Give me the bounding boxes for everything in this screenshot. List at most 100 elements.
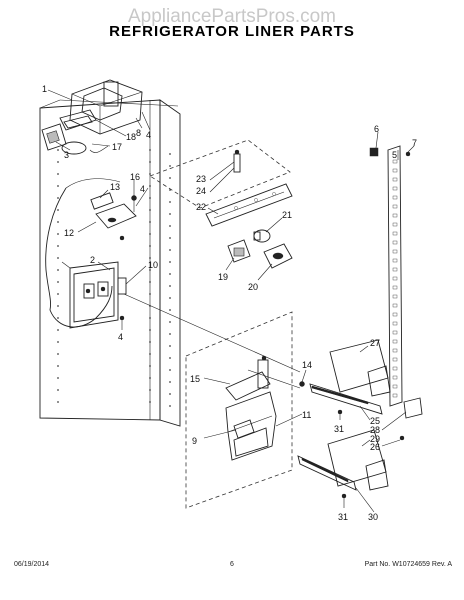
- callout-21: 21: [282, 210, 292, 220]
- callout-24: 24: [196, 186, 206, 196]
- liner-hole: [169, 213, 171, 215]
- rail-slot: [392, 375, 398, 380]
- liner-hole: [57, 341, 59, 343]
- rail-slot: [392, 339, 398, 344]
- part-6-cap: [369, 147, 379, 157]
- footer-date: 06/19/2014: [14, 561, 49, 568]
- callout-14: 14: [302, 360, 312, 370]
- liner-hole: [149, 341, 151, 343]
- liner-hole: [57, 353, 59, 355]
- liner-hole: [149, 161, 151, 163]
- liner-hole: [57, 197, 59, 199]
- callout-15: 15: [190, 374, 200, 384]
- liner-hole: [169, 297, 171, 299]
- liner-hole: [169, 345, 171, 347]
- liner-hole: [57, 269, 59, 271]
- callout-10: 10: [148, 260, 158, 270]
- liner-hole: [169, 249, 171, 251]
- part-30-rail: [297, 455, 357, 491]
- part-21-bulb: [253, 229, 271, 243]
- part-10-clip: [117, 277, 301, 373]
- callout-4: 4: [146, 130, 151, 140]
- liner-hole: [169, 165, 171, 167]
- footer-part-number: Part No. W10724659 Rev. A: [365, 561, 453, 568]
- callout-30: 30: [368, 512, 378, 522]
- part-9-bulb-holder: [203, 419, 255, 439]
- liner-wall: [39, 99, 181, 427]
- liner-hole: [57, 149, 59, 151]
- rail-slot: [392, 348, 398, 353]
- part-11-drawer: [225, 391, 277, 461]
- callout-31: 31: [338, 512, 348, 522]
- rail-slot: [392, 195, 398, 200]
- part-18-bracket: [59, 109, 97, 131]
- wire-harness: [45, 187, 113, 328]
- rail-slot: [392, 303, 398, 308]
- liner-hole: [149, 197, 151, 199]
- part-12-control: [95, 203, 137, 229]
- callout-7: 7: [412, 138, 417, 148]
- part-2-control-housing: [61, 261, 119, 329]
- part-26-screw: [399, 435, 405, 441]
- liner-hole: [149, 245, 151, 247]
- liner-hole: [149, 377, 151, 379]
- liner-hole: [149, 185, 151, 187]
- part-28-bracket: [403, 397, 423, 419]
- liner-hole: [149, 317, 151, 319]
- part-22-bracket: [205, 183, 293, 227]
- liner-hole: [57, 173, 59, 175]
- part-17-lens: [61, 141, 87, 155]
- callout-12: 12: [64, 228, 74, 238]
- liner-hole: [57, 257, 59, 259]
- watermark: AppliancePartsPros.com: [128, 6, 336, 27]
- rail-slot: [392, 267, 398, 272]
- rail-slot: [392, 159, 398, 164]
- liner-hole: [149, 401, 151, 403]
- liner-hole: [149, 329, 151, 331]
- part-25-rail: [309, 383, 383, 415]
- liner-hole: [169, 261, 171, 263]
- liner-hole: [57, 329, 59, 331]
- rail-slot: [392, 321, 398, 326]
- part-5-rail: [387, 145, 403, 407]
- rail-slot: [392, 276, 398, 281]
- callout-17: 17: [112, 142, 122, 152]
- callout-31: 31: [334, 424, 344, 434]
- liner-hole: [169, 357, 171, 359]
- rail-slot: [392, 312, 398, 317]
- liner-hole: [149, 281, 151, 283]
- callout-8: 8: [136, 128, 141, 138]
- rail-slot: [392, 231, 398, 236]
- liner-hole: [149, 221, 151, 223]
- rail-slot: [392, 177, 398, 182]
- callouts: 1 2 3 4 4 4 5 6 7 8 9 10 11 12 13 14 15: [42, 84, 417, 522]
- liner-hole: [149, 233, 151, 235]
- callout-2: 2: [90, 255, 95, 265]
- rail-slot: [392, 168, 398, 173]
- callout-4: 4: [140, 184, 145, 194]
- rail-slot: [392, 222, 398, 227]
- part-31-screw: [341, 493, 347, 499]
- liner-hole: [169, 237, 171, 239]
- callout-13: 13: [110, 182, 120, 192]
- callout-11: 11: [302, 410, 311, 420]
- part-20-cover: [263, 243, 293, 269]
- liner-hole: [169, 369, 171, 371]
- callout-26: 26: [370, 442, 380, 452]
- liner-hole: [169, 153, 171, 155]
- liner-hole: [149, 209, 151, 211]
- rail-slot: [392, 258, 398, 263]
- liner-hole: [149, 365, 151, 367]
- liner-hole: [169, 177, 171, 179]
- assembly-outline-lower: [185, 311, 293, 509]
- part-13-connector: [90, 192, 114, 210]
- liner-hole: [57, 233, 59, 235]
- assembly-outline-upper: [149, 139, 291, 209]
- liner-hole: [169, 285, 171, 287]
- rail-slot: [392, 366, 398, 371]
- rail-slot: [392, 186, 398, 191]
- liner-hole: [169, 333, 171, 335]
- rail-slot: [392, 249, 398, 254]
- callout-6: 6: [374, 124, 379, 134]
